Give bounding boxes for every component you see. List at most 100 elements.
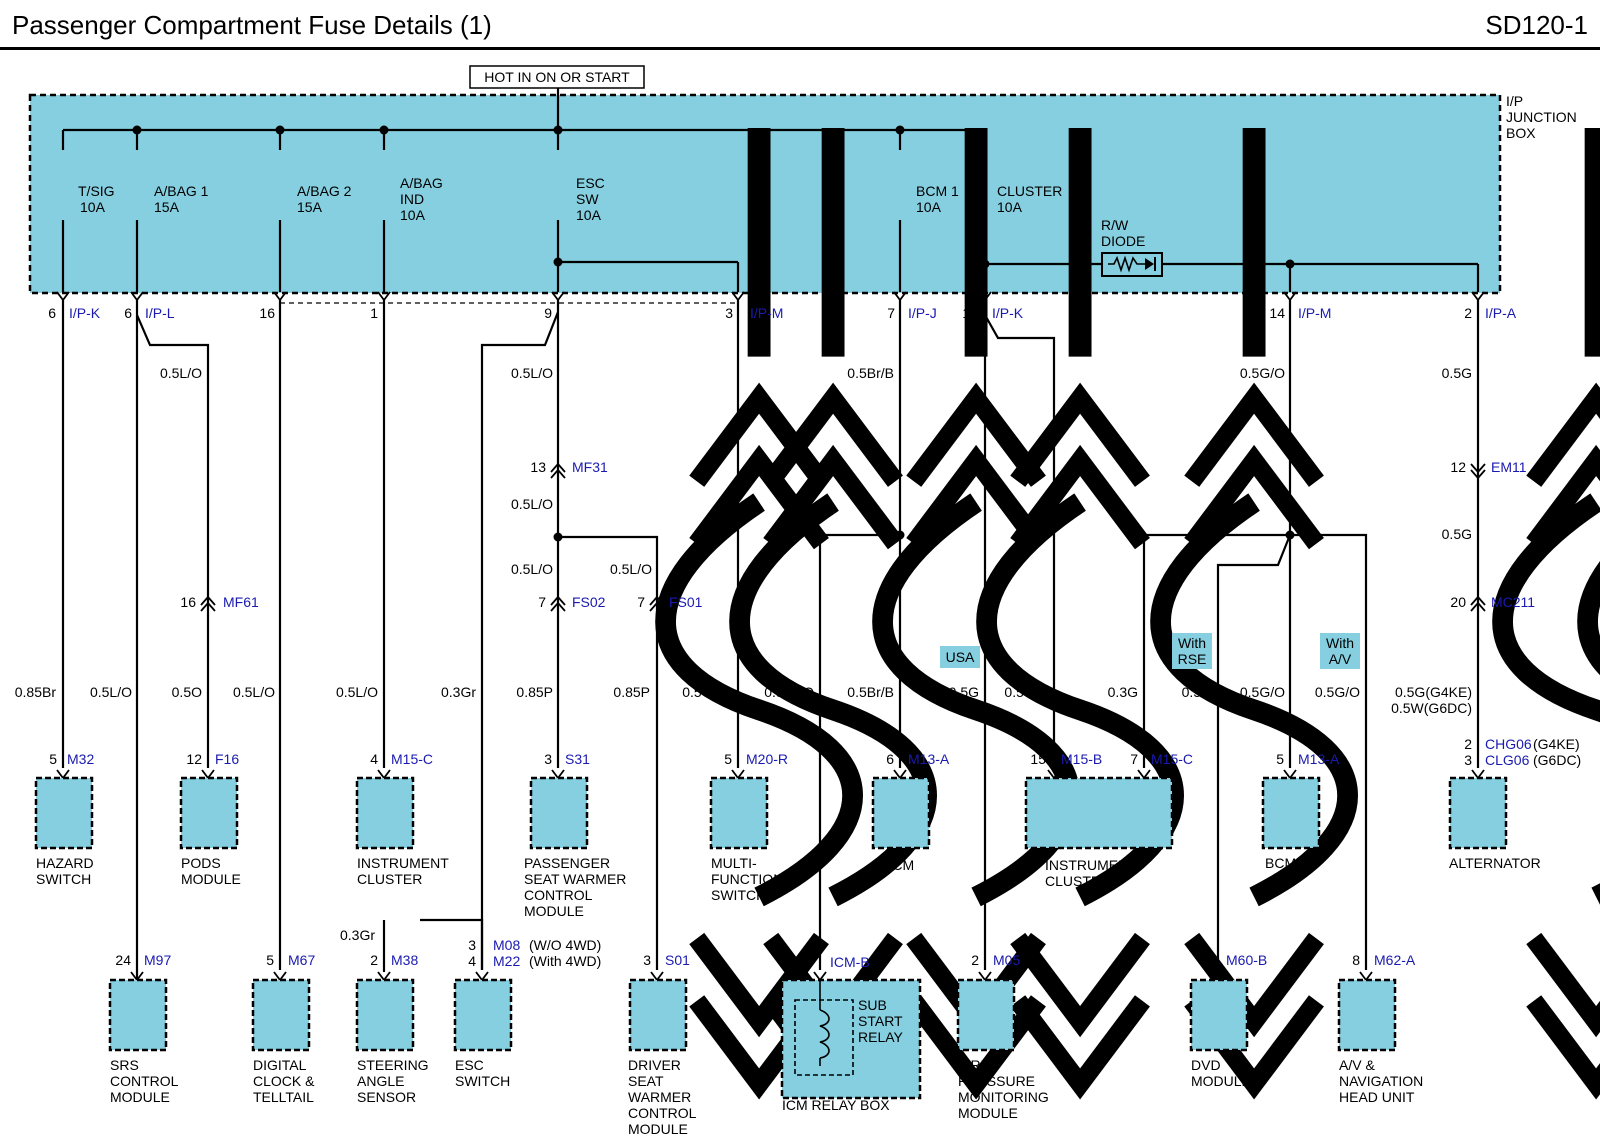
clock-name-3: TELLTAIL [253,1089,314,1105]
fuse-abag1-rating: 15A [154,199,180,215]
steer-name-2: ANGLE [357,1073,404,1089]
pin-8-conn: I/P-K [992,305,1024,321]
fuse-cluster-name: CLUSTER [997,183,1062,199]
pin-7-conn: I/P-J [908,305,937,321]
pin-3-num: 16 [259,305,275,321]
icm-conn: ICM-B [830,954,870,970]
option-rse-1: With [1178,635,1206,651]
alt-conn1: CHG06 [1485,736,1532,752]
bcma-pin: 6 [886,751,894,767]
fuse-abagind-name-1: A/BAG [400,175,443,191]
icm-name: ICM RELAY BOX [782,1097,890,1113]
pin-9-conn: I/P-M [1298,305,1331,321]
fuse-tsig-rating: 10A [80,199,106,215]
wire-b5: 0.5L/O [336,684,378,700]
dsw-name-3: WARMER [628,1089,691,1105]
wire-b17: 0.5G/O [1315,684,1360,700]
esc-pin2: 4 [468,953,476,969]
pin-10-conn: I/P-A [1485,305,1517,321]
tpms-conn: M05 [993,952,1020,968]
wire-b12: 0.5G [949,684,979,700]
av-name-2: NAVIGATION [1339,1073,1423,1089]
av-navigation-head-unit [1337,978,1397,1052]
mfs-pin: 5 [724,751,732,767]
alt-conn2: CLG06 [1485,752,1530,768]
digital-clock-telltail [251,978,311,1052]
rw-diode [1101,252,1163,277]
wire-b3: 0.5O [172,684,202,700]
clock-name-1: DIGITAL [253,1057,307,1073]
esc-conn1: M08 [493,937,520,953]
pin-10-num: 2 [1464,305,1472,321]
esc-conn2: M22 [493,953,520,969]
wire-w2: 0.5L/O [511,365,553,381]
dvd-name-2: MODULE [1191,1073,1251,1089]
ic2-name-1: INSTRUMENT [1045,857,1137,873]
supply-label: HOT IN ON OR START [484,69,630,85]
driver-seat-warmer-module [628,978,688,1052]
wire-b16: 0.5G/O [1240,684,1285,700]
dsw-name-2: SEAT [628,1073,664,1089]
fuse-escsw-rating: 10A [576,207,602,223]
wire-b2: 0.5L/O [90,684,132,700]
dvd-conn: M60-B [1226,952,1267,968]
conn-em11-pin: 12 [1450,459,1466,475]
wire-w5: 0.5L/O [610,561,652,577]
bcmb-conn: M13-A [1298,751,1340,767]
wire-b8: 0.85P [613,684,650,700]
alt-name: ALTERNATOR [1449,855,1541,871]
conn-mf61-pin: 16 [180,594,196,610]
ic1-pin: 4 [370,751,378,767]
dvd-name-1: DVD [1191,1057,1221,1073]
ic2-conn1: M15-B [1061,751,1102,767]
fuse-escsw-name-2: SW [576,191,599,207]
alt-sfx2: (G6DC) [1533,752,1581,768]
ic1-name-2: CLUSTER [357,871,422,887]
conn-fs02: FS02 [572,594,606,610]
wire-w1: 0.5L/O [160,365,202,381]
pin-2-num: 6 [124,305,132,321]
tpms-pin: 2 [971,952,979,968]
srs-name-1: SRS [110,1057,139,1073]
hazard-pin: 5 [49,751,57,767]
fuse-cluster-rating: 10A [997,199,1023,215]
pin-1-num: 6 [48,305,56,321]
fuse-abagind-rating: 10A [400,207,426,223]
ic2-conn2: M15-C [1151,751,1193,767]
conn-mc211-pin: 20 [1450,594,1466,610]
dsw-pin: 3 [643,952,651,968]
pods-pin: 12 [186,751,202,767]
srs-name-2: CONTROL [110,1073,179,1089]
option-av-1: With [1326,635,1354,651]
esc-name-1: ESC [455,1057,484,1073]
conn-mf31: MF31 [572,459,608,475]
dsw-name-4: CONTROL [628,1105,697,1121]
ic2-name-2: CLUSTER [1045,873,1110,889]
option-av-tag [1320,633,1360,669]
fuse-abagind-name-2: IND [400,191,424,207]
conn-mf31-pin: 13 [530,459,546,475]
esc-pin1: 3 [468,937,476,953]
wire-b4: 0.5L/O [233,684,275,700]
wire-b6: 0.3Gr [441,684,476,700]
passenger-seat-warmer-module [529,776,589,850]
av-pin: 8 [1352,952,1360,968]
alternator [1448,776,1508,850]
pin-6-conn: I/P-M [750,305,783,321]
pin-4-num: 1 [370,305,378,321]
conn-em11: EM11 [1491,459,1527,475]
av-conn: M62-A [1374,952,1416,968]
ic2-pin2: 7 [1130,751,1138,767]
wire-w3: 0.5L/O [511,496,553,512]
relay-label-3: RELAY [858,1029,904,1045]
pin-1-conn: I/P-K [69,305,101,321]
relay-label-2: START [858,1013,903,1029]
alt-pin1: 2 [1464,736,1472,752]
srs-conn: M97 [144,952,171,968]
wire-b15: 0.5G [1182,684,1212,700]
sub-start-relay [794,999,854,1076]
ic1-name-1: INSTRUMENT [357,855,449,871]
wire-b1: 0.85Br [15,684,57,700]
hazard-name-2: SWITCH [36,871,91,887]
